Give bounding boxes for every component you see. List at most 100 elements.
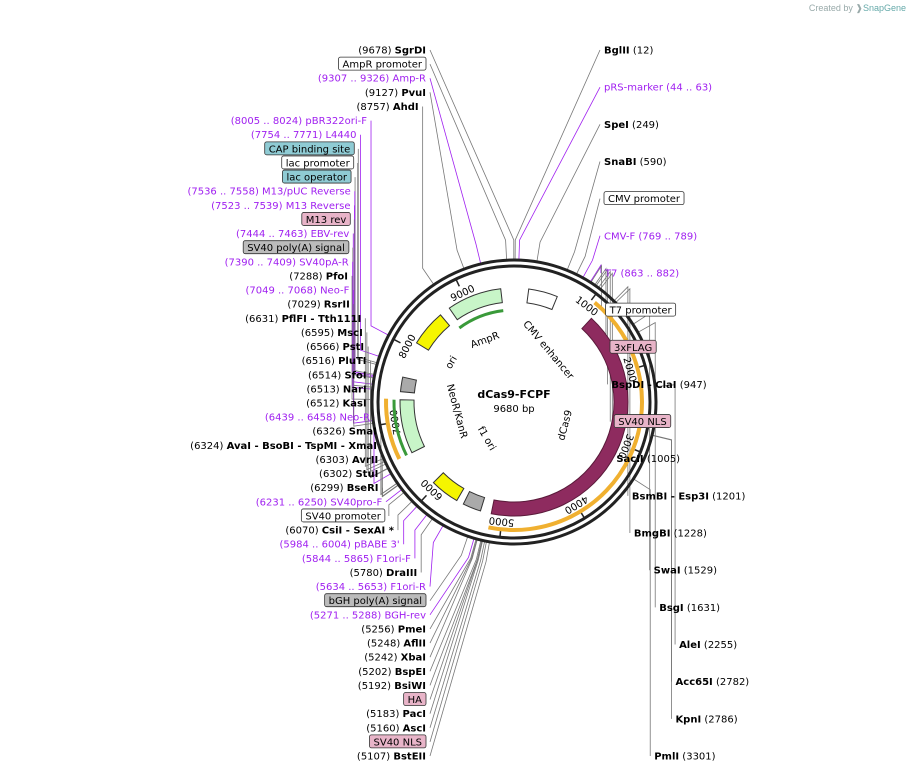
enzyme-name: NarI — [343, 384, 367, 395]
primer-range: (8005 .. 8024) — [231, 116, 306, 127]
enzyme-position: (1005) — [644, 454, 681, 465]
leader-line — [380, 445, 398, 496]
enzyme-label: (7288) PfoI — [289, 271, 348, 282]
enzyme-position: (6324) — [190, 441, 226, 452]
feature-box-label: lac operator — [286, 173, 347, 184]
enzyme-name: KpnI — [675, 714, 701, 725]
enzyme-name: BglII — [604, 46, 630, 57]
primer-name: Amp-R — [393, 74, 427, 85]
feature-box-label: CMV promoter — [608, 194, 681, 205]
feature-box — [603, 191, 685, 206]
enzyme-label: (5202) BspEI — [358, 667, 426, 678]
enzyme-name: BseRI — [347, 483, 379, 494]
backbone-outer — [370, 258, 658, 546]
enzyme-label: BsgI (1631) — [659, 603, 720, 614]
enzyme-name: BmgBI — [634, 529, 671, 540]
leader-line — [536, 124, 601, 262]
ring-tick-label: 8000 — [397, 333, 419, 361]
enzyme-label: (5248) AflII — [367, 639, 426, 650]
plasmid-length: 9680 bp — [493, 404, 534, 415]
enzyme-label: SacII (1005) — [616, 454, 680, 465]
leader-line — [566, 161, 601, 271]
primer-name: M13/pUC Reverse — [262, 187, 351, 198]
leader-line — [414, 514, 428, 559]
enzyme-name: AvaI - BsoBI - TspMI - XmaI — [227, 441, 377, 452]
primer-label: (6439 .. 6458) Neo-R — [265, 413, 370, 424]
enzyme-position: (6326) — [312, 427, 348, 438]
enzyme-name: BsiWI — [394, 681, 426, 692]
credit-prefix: Created by — [808, 3, 853, 13]
leader-line — [429, 541, 487, 742]
leader-line — [429, 540, 483, 686]
enzyme-name: KasI — [343, 399, 367, 410]
primer-name: SV40pro-F — [330, 497, 382, 508]
primer-range: (7754 .. 7771) — [251, 130, 326, 141]
leader-line — [429, 524, 444, 587]
primer-range: (7390 .. 7409) — [225, 257, 300, 268]
leader-line — [364, 318, 384, 467]
leader-line — [352, 261, 373, 390]
enzyme-position: (6631) — [245, 314, 281, 325]
enzyme-position: (1631) — [684, 603, 721, 614]
primer-range: (769 .. 789) — [638, 231, 697, 242]
feature-box-label: 3xFLAG — [614, 343, 652, 354]
leader-line — [429, 540, 482, 672]
enzyme-name: AhdI — [393, 102, 419, 113]
feature-box — [609, 339, 657, 354]
feature-box — [282, 169, 352, 184]
enzyme-position: (5183) — [366, 709, 402, 720]
enzyme-position: (5780) — [350, 568, 386, 579]
sv40-polya-feature — [399, 376, 418, 394]
enzyme-position: (249) — [629, 120, 659, 131]
primer-range: (44 .. 63) — [666, 83, 712, 94]
leader-line — [429, 539, 478, 658]
feature-label-cas9: dCas9 — [556, 409, 575, 442]
leader-line — [397, 500, 413, 531]
primer-name: F1ori-F — [376, 554, 411, 565]
enzyme-name: AscI — [403, 723, 426, 734]
leader-line — [590, 264, 602, 311]
leader-line — [366, 332, 386, 471]
enzyme-position: (5242) — [364, 653, 400, 664]
enzyme-label: BspDI - ClaI (947) — [611, 380, 706, 391]
leader-line — [360, 134, 380, 357]
primer-name: Neo-F — [320, 286, 350, 297]
primer-name: SV40pA-R — [299, 257, 348, 268]
enzyme-position: (5160) — [366, 723, 402, 734]
leader-line — [429, 538, 477, 630]
enzyme-label: BsmBI - Esp3I (1201) — [632, 491, 746, 502]
primer-name: BGH-rev — [384, 610, 426, 621]
primer-range: (863 .. 882) — [621, 268, 680, 279]
feature-box — [264, 141, 355, 156]
ring-tick-mark — [590, 293, 597, 301]
enzyme-label: (7029) RsrII — [287, 300, 349, 311]
enzyme-position: (6070) — [285, 526, 321, 537]
enzyme-name: PstI — [343, 342, 365, 353]
primer-label: T7 (863 .. 882) — [604, 268, 679, 279]
enzyme-name: Acc65I — [676, 677, 713, 688]
feature-box — [605, 302, 677, 317]
enzyme-position: (5192) — [358, 681, 394, 692]
primer-label: pRS-marker (44 .. 63) — [604, 83, 712, 94]
enzyme-name: StuI — [355, 469, 378, 480]
enzyme-name: SgrDI — [395, 46, 426, 57]
enzyme-label: (6516) PluTI — [302, 356, 367, 367]
enzyme-name: XbaI — [401, 653, 426, 664]
enzyme-label: (6513) NarI — [306, 384, 366, 395]
enzyme-position: (7288) — [289, 271, 325, 282]
enzyme-label: (5107) BstEII — [357, 752, 426, 763]
f1-ori-feature — [432, 472, 465, 502]
feature-box — [301, 212, 351, 226]
leader-line — [589, 263, 602, 283]
enzyme-label: BmgBI (1228) — [634, 529, 707, 540]
feature-box — [403, 692, 427, 706]
enzyme-label: SnaBI (590) — [604, 157, 667, 168]
enzyme-name: AflII — [403, 639, 426, 650]
enzyme-name: SacII — [616, 454, 643, 465]
enzyme-name: SmaI — [349, 427, 377, 438]
enzyme-position: (6595) — [301, 328, 337, 339]
primer-label: (5634 .. 5653) F1ori-R — [316, 582, 426, 593]
primer-range: (5271 .. 5288) — [310, 610, 385, 621]
cmv-enhancer-feature — [526, 288, 558, 311]
enzyme-name: PmlI — [654, 752, 679, 763]
